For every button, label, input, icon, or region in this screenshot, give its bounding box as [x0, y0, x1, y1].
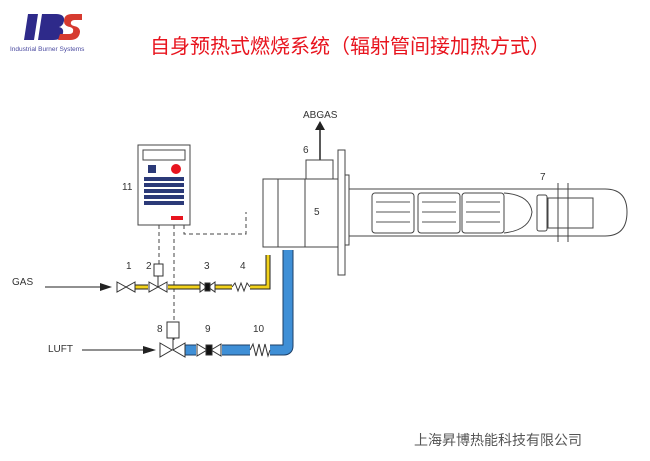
label-6: 6 [303, 145, 309, 156]
gas-label: GAS [12, 277, 33, 288]
label-8: 8 [157, 324, 163, 335]
label-9: 9 [205, 324, 211, 335]
air-valves [159, 321, 271, 358]
gas-arrow-icon [100, 283, 112, 291]
luft-label: LUFT [48, 344, 73, 355]
label-5: 5 [314, 207, 320, 218]
label-7: 7 [540, 172, 546, 183]
controller-panel [137, 144, 191, 226]
page-title: 自身预热式燃烧系统（辐射管间接加热方式） [150, 34, 550, 58]
ibs-logo: Industrial Burner Systems [10, 14, 85, 53]
label-10: 10 [253, 324, 265, 335]
air-pipe [185, 250, 293, 355]
control-wiring [158, 212, 247, 340]
air-arrow-icon [143, 346, 156, 354]
radiant-tube [349, 183, 628, 242]
label-2: 2 [146, 261, 152, 272]
gas-valves [116, 263, 251, 293]
company-name: 上海昇博热能科技有限公司 [414, 432, 582, 449]
burner-body [262, 149, 350, 276]
exhaust-arrow-icon [315, 121, 325, 130]
air-pipe-outline [185, 250, 294, 356]
label-1: 1 [126, 261, 132, 272]
exhaust-box [305, 159, 334, 181]
abgas-label: ABGAS [303, 110, 338, 121]
label-4: 4 [240, 261, 246, 272]
label-11: 11 [122, 182, 133, 193]
label-3: 3 [204, 261, 210, 272]
gas-pipe [135, 255, 270, 289]
logo-subtitle: Industrial Burner Systems [10, 46, 85, 53]
